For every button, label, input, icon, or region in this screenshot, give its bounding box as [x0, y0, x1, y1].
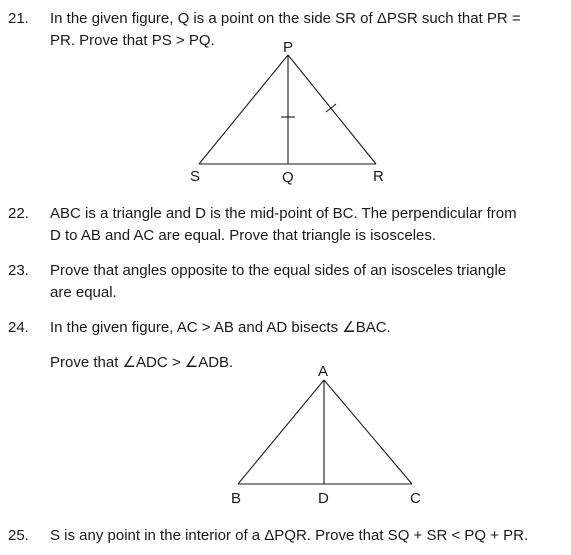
vertex-label-r: R: [373, 168, 384, 185]
point-label-d: D: [318, 490, 329, 507]
question-text-line: PR. Prove that PS > PQ.: [50, 32, 215, 49]
tick-mark-pr: [325, 103, 337, 113]
vertex-label-b: B: [231, 490, 241, 507]
question-text-line: are equal.: [50, 284, 117, 301]
vertex-label-a: A: [318, 363, 328, 380]
question-text-line: Prove that ∠ADC > ∠ADB.: [50, 354, 234, 371]
question-number: 24.: [8, 319, 29, 336]
question-number: 25.: [8, 527, 29, 544]
point-label-q: Q: [282, 169, 294, 186]
question-text-line: S is any point in the interior of a ΔPQR…: [50, 527, 529, 544]
side-ac: [323, 379, 413, 485]
question-number: 22.: [8, 205, 29, 222]
question-text-line: In the given figure, Q is a point on the…: [50, 10, 521, 27]
vertex-label-s: S: [190, 168, 200, 185]
question-text-line: In the given figure, AC > AB and AD bise…: [50, 319, 391, 336]
question-text-line: Prove that angles opposite to the equal …: [50, 262, 507, 279]
question-number: 21.: [8, 10, 29, 27]
side-pr: [287, 54, 377, 165]
side-ab: [237, 379, 325, 485]
side-ps: [198, 54, 289, 165]
question-text-line: ABC is a triangle and D is the mid-point…: [50, 205, 517, 222]
question-number: 23.: [8, 262, 29, 279]
vertex-label-p: P: [283, 39, 293, 56]
vertex-label-c: C: [410, 490, 421, 507]
question-text-line: D to AB and AC are equal. Prove that tri…: [50, 227, 437, 244]
